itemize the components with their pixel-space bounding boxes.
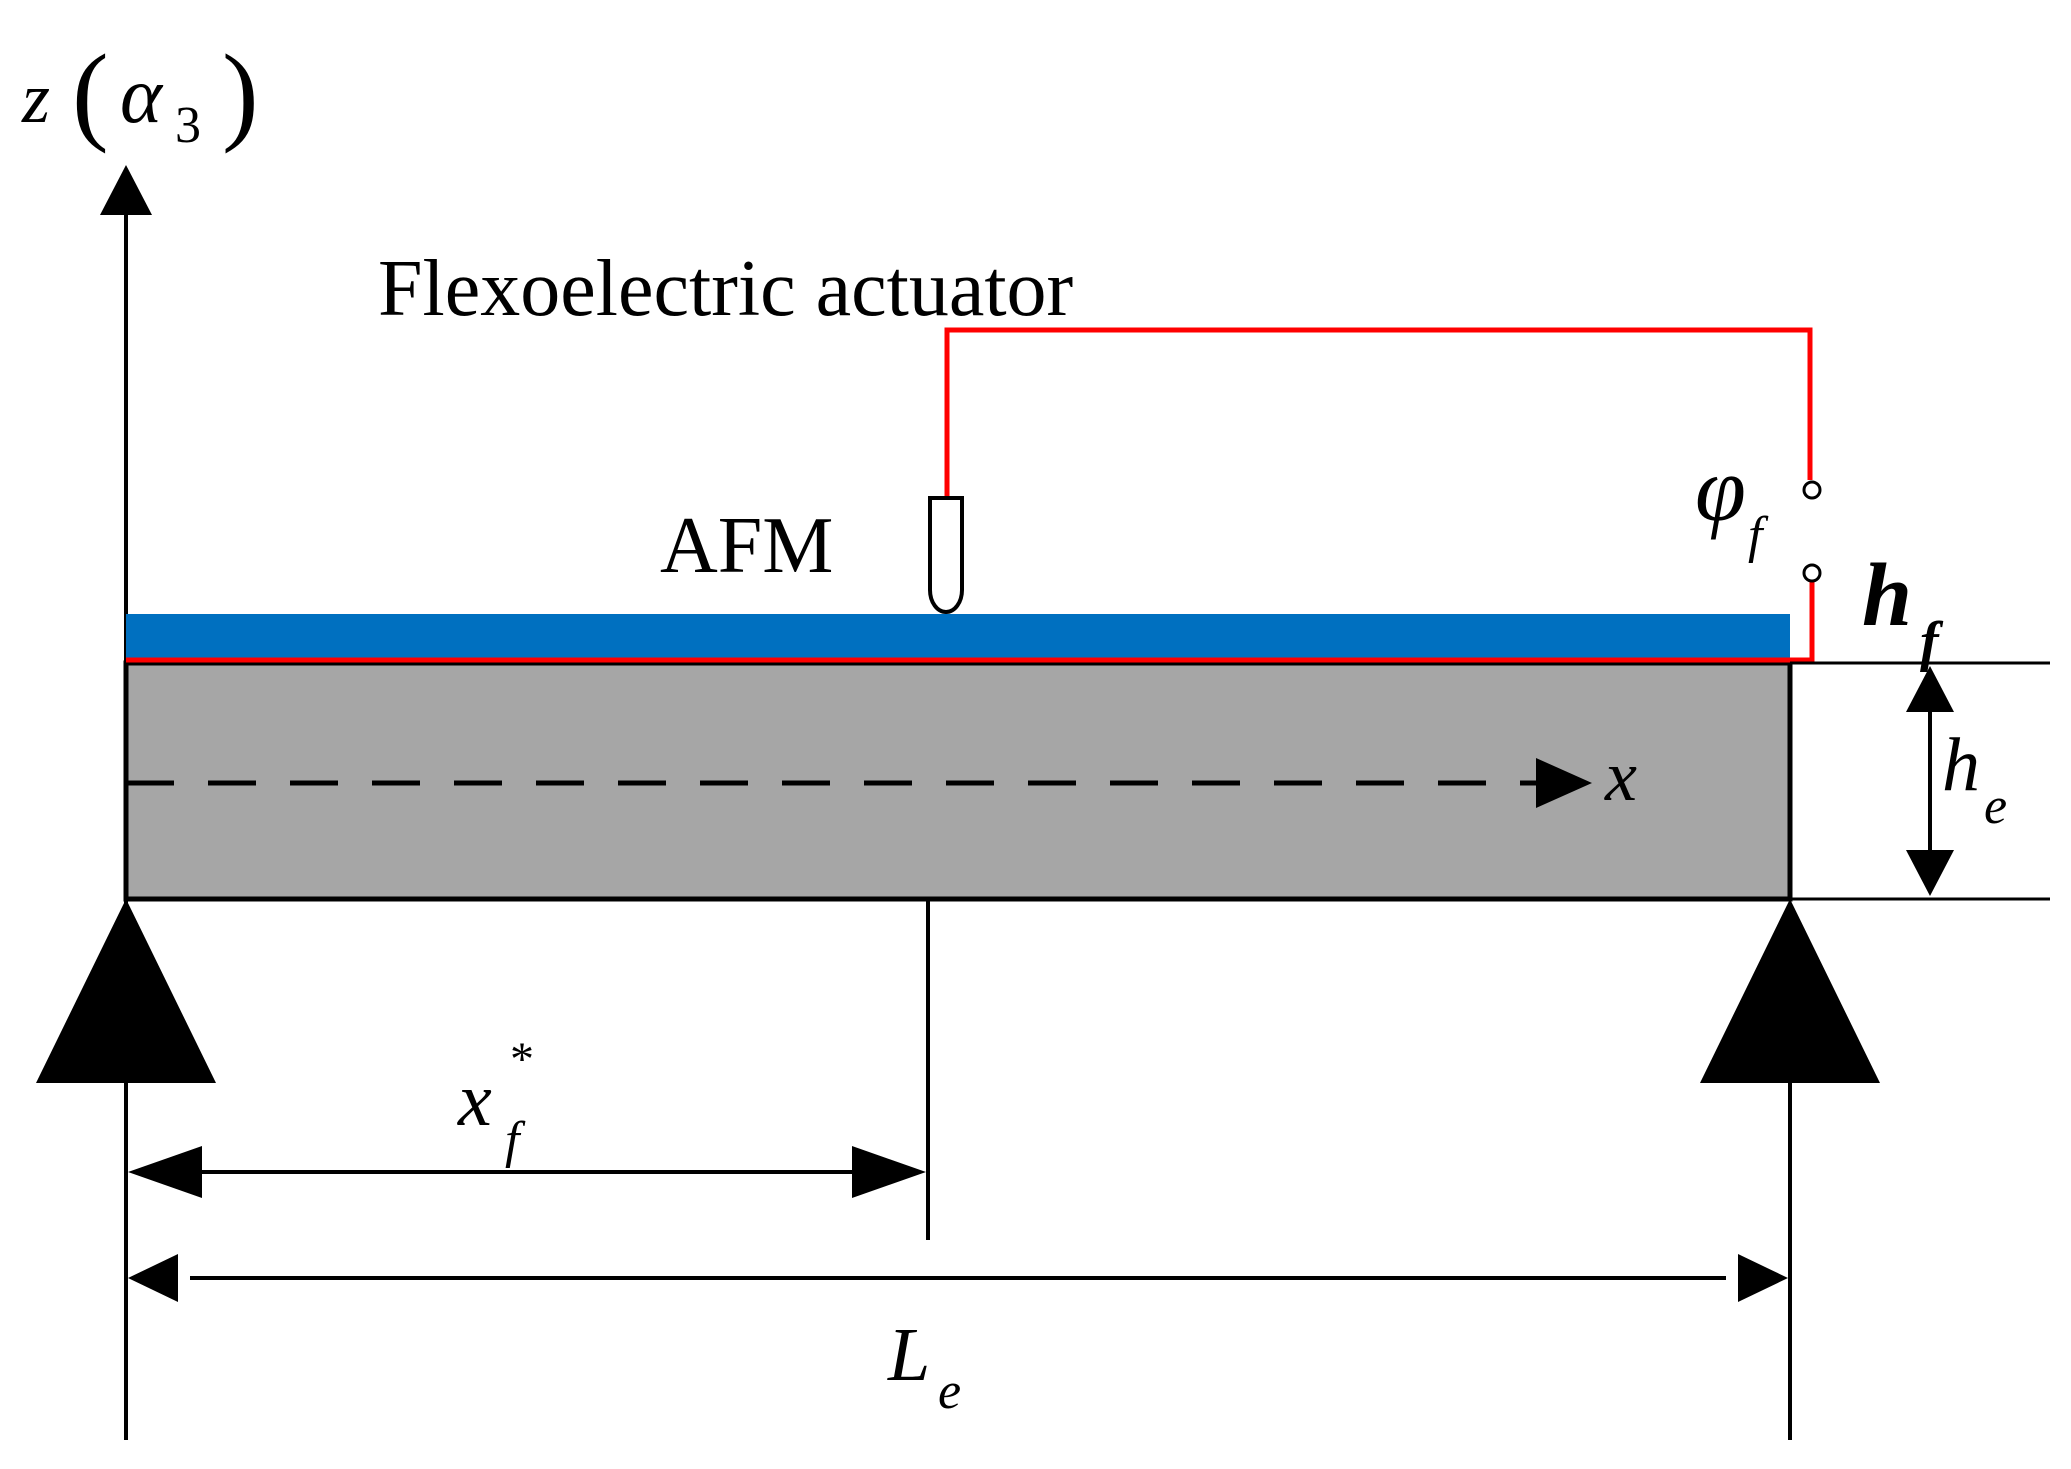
phi-label-sub: f <box>1748 507 1769 564</box>
he-label-sub: e <box>1984 778 2007 835</box>
z-axis-label-paren-open: ( <box>72 32 109 154</box>
terminal-lower <box>1802 563 1822 583</box>
flexoelectric-film <box>126 614 1790 660</box>
xf-arrow-right <box>852 1146 926 1198</box>
circuit-wire-top <box>944 327 1813 498</box>
circuit-wire-bottom <box>126 578 1815 663</box>
he-label-main: h <box>1942 723 1980 807</box>
le-arrow-right <box>1738 1254 1788 1302</box>
terminal-upper <box>1802 480 1822 500</box>
xf-label-sup: * <box>510 1033 534 1086</box>
phi-label-main: φ <box>1695 438 1746 540</box>
x-axis-label: x <box>1604 736 1637 816</box>
he-arrow-up <box>1906 666 1954 712</box>
le-arrow-left <box>128 1254 178 1302</box>
xf-label-group: x * f <box>457 1033 538 1169</box>
z-axis-label-alpha: α <box>120 52 164 140</box>
he-arrow-down <box>1906 850 1954 896</box>
left-support <box>36 899 216 1083</box>
x-axis-arrowhead <box>1536 758 1592 808</box>
he-label-group: h e <box>1942 723 2007 835</box>
phi-label-group: φ f <box>1695 438 1769 564</box>
right-support <box>1700 899 1880 1083</box>
z-axis-label-z: z <box>21 58 50 138</box>
afm-tip <box>928 496 964 614</box>
xf-label-main: x <box>457 1058 492 1142</box>
z-axis-label-group: z ( α 3 ) <box>21 32 259 154</box>
hf-label-group: h f <box>1862 546 1944 673</box>
le-label-main: L <box>887 1313 930 1397</box>
xf-arrow-left <box>128 1146 202 1198</box>
hf-label-main: h <box>1862 546 1912 645</box>
le-label-group: L e <box>887 1313 961 1420</box>
le-label-sub: e <box>938 1363 961 1420</box>
xf-label-sub: f <box>505 1112 526 1169</box>
z-axis-label-paren-close: ) <box>222 32 259 154</box>
z-axis-arrowhead <box>100 165 152 215</box>
afm-label: AFM <box>660 502 833 590</box>
actuator-title: Flexoelectric actuator <box>378 245 1073 333</box>
z-axis-label-alpha-sub: 3 <box>175 97 201 154</box>
